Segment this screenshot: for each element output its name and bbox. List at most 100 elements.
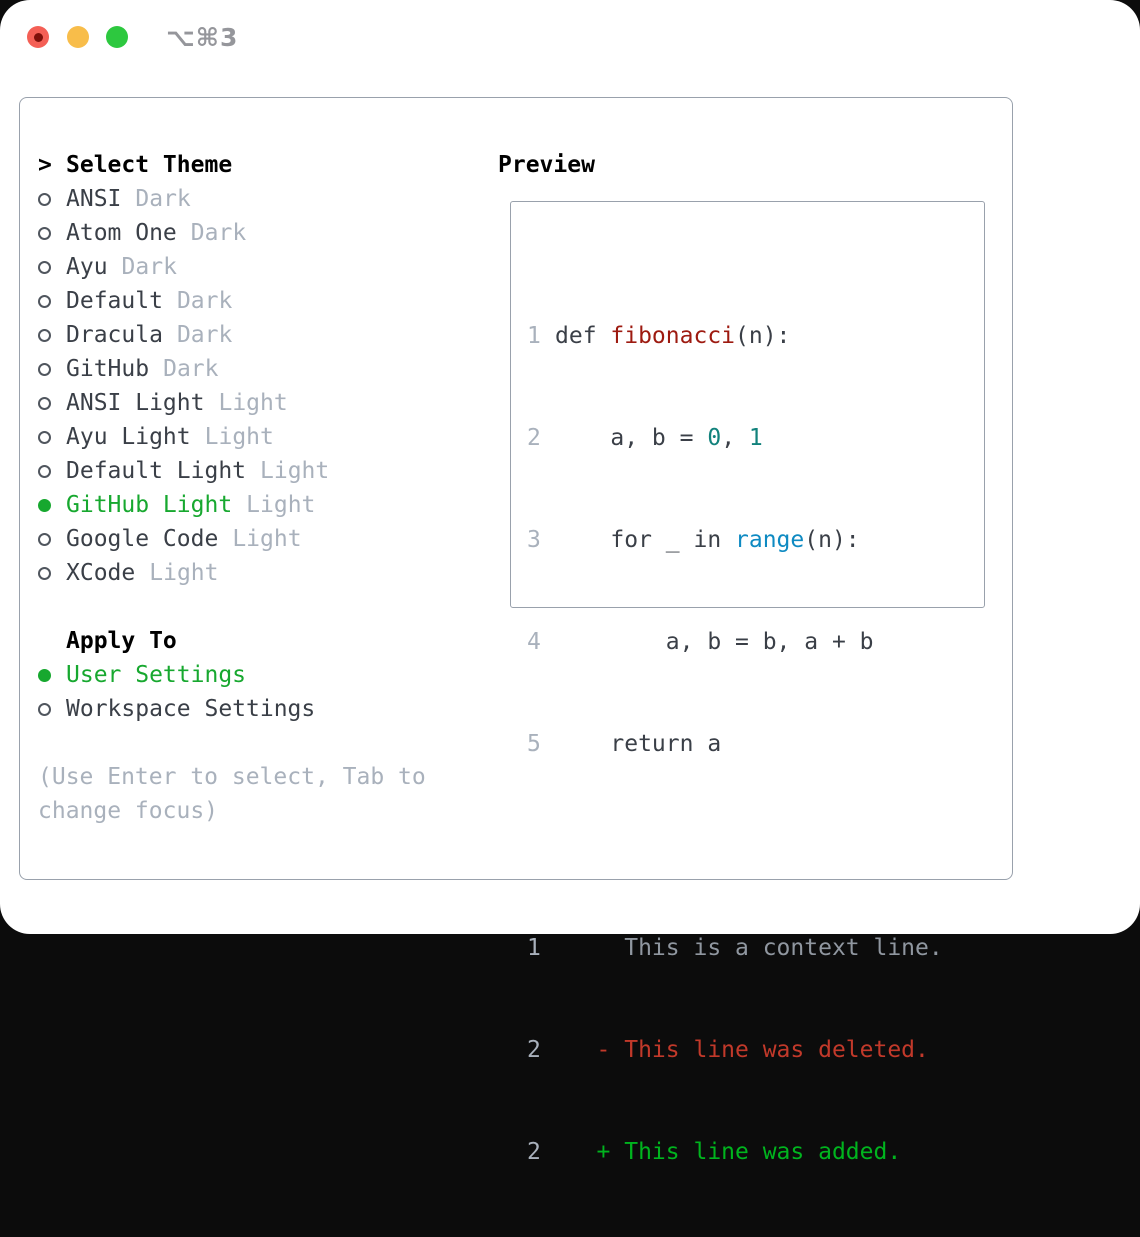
number-token: 0 [707, 425, 722, 451]
radio-icon [38, 532, 51, 546]
radio-icon [38, 362, 51, 376]
theme-variant: Light [204, 424, 274, 450]
radio-icon [38, 192, 51, 206]
blank-line [527, 829, 943, 863]
theme-name: Dracula [66, 322, 163, 348]
code-line: 5 return a [527, 727, 943, 761]
select-theme-header: > Select Theme [38, 148, 488, 182]
theme-name: Ayu [66, 254, 108, 280]
preview-title: Preview [498, 152, 595, 178]
builtin-token: range [735, 527, 805, 553]
line-number: 2 [527, 425, 541, 451]
code-token: return a [555, 731, 722, 757]
context-token: This is a context line. [555, 935, 943, 961]
close-button[interactable] [27, 26, 49, 48]
theme-name: Atom One [66, 220, 177, 246]
theme-option-atom-one-dark[interactable]: Atom One Dark [38, 216, 488, 250]
radio-icon [38, 702, 51, 716]
line-number: 1 [527, 935, 541, 961]
theme-option-google-code[interactable]: Google Code Light [38, 522, 488, 556]
theme-name: Ayu Light [66, 424, 191, 450]
theme-option-ayu-light[interactable]: Ayu Light Light [38, 420, 488, 454]
theme-variant: Light [218, 390, 288, 416]
theme-option-ayu-dark[interactable]: Ayu Dark [38, 250, 488, 284]
hint-text-line1: (Use Enter to select, Tab to [38, 764, 426, 790]
hint-text-line2: change focus) [38, 798, 219, 824]
line-number: 4 [527, 629, 541, 655]
radio-icon [38, 430, 51, 444]
section-title: Apply To [66, 628, 177, 654]
zoom-button[interactable] [106, 26, 128, 48]
line-number: 2 [527, 1139, 541, 1165]
code-token: a, b = b, a + b [555, 629, 874, 655]
code-line: 3 for _ in range(n): [527, 523, 943, 557]
code-line: 2 a, b = 0, 1 [527, 421, 943, 455]
theme-option-github-light[interactable]: GitHub Light Light [38, 488, 488, 522]
spacer [38, 726, 488, 760]
deleted-token: - This line was deleted. [555, 1037, 929, 1063]
theme-option-dracula-dark[interactable]: Dracula Dark [38, 318, 488, 352]
theme-name: GitHub Light [66, 492, 233, 518]
theme-variant: Dark [176, 288, 233, 314]
radio-icon [38, 294, 51, 308]
radio-icon [38, 260, 51, 274]
theme-name: ANSI [66, 186, 122, 212]
function-name-token: fibonacci [610, 323, 736, 349]
code-line: 1 def fibonacci(n): [527, 319, 943, 353]
radio-icon [38, 566, 51, 580]
diff-added-line: 2 + This line was added. [527, 1135, 943, 1169]
apply-option-workspace-settings[interactable]: Workspace Settings [38, 692, 488, 726]
radio-selected-icon [38, 498, 51, 512]
theme-name: Default Light [66, 458, 247, 484]
number-token: 1 [748, 425, 763, 451]
theme-option-default-dark[interactable]: Default Dark [38, 284, 488, 318]
option-label: User Settings [66, 662, 247, 688]
theme-name: GitHub [66, 356, 150, 382]
line-number: 1 [527, 323, 541, 349]
code-token: (n): [804, 527, 860, 553]
code-token: a, b = [555, 425, 708, 451]
theme-option-ansi-light[interactable]: ANSI Light Light [38, 386, 488, 420]
added-token: + This line was added. [555, 1139, 902, 1165]
diff-deleted-line: 2 - This line was deleted. [527, 1033, 943, 1067]
theme-variant: Light [260, 458, 330, 484]
theme-option-github-dark[interactable]: GitHub Dark [38, 352, 488, 386]
theme-variant: Dark [163, 356, 219, 382]
radio-icon [38, 464, 51, 478]
theme-name: XCode [66, 560, 136, 586]
option-label: Workspace Settings [66, 696, 316, 722]
line-number: 2 [527, 1037, 541, 1063]
line-number: 3 [527, 527, 541, 553]
code-token: for _ in [555, 527, 736, 553]
theme-variant: Dark [121, 254, 177, 280]
code-token: def [555, 323, 611, 349]
theme-name: Google Code [66, 526, 219, 552]
apply-option-user-settings[interactable]: User Settings [38, 658, 488, 692]
window-title: ⌥⌘3 [166, 23, 239, 52]
radio-icon [38, 328, 51, 342]
minimize-button[interactable] [67, 26, 89, 48]
theme-name: Default [66, 288, 163, 314]
theme-variant: Dark [176, 322, 233, 348]
theme-variant: Light [246, 492, 316, 518]
theme-name: ANSI Light [66, 390, 205, 416]
theme-option-default-light[interactable]: Default Light Light [38, 454, 488, 488]
radio-icon [38, 226, 51, 240]
section-title: Select Theme [66, 152, 233, 178]
code-token: (n): [735, 323, 791, 349]
line-number: 5 [527, 731, 541, 757]
theme-variant: Dark [190, 220, 247, 246]
diff-context-line: 1 This is a context line. [527, 931, 943, 965]
code-line: 4 a, b = b, a + b [527, 625, 943, 659]
radio-icon [38, 396, 51, 410]
radio-selected-icon [38, 668, 51, 682]
theme-variant: Light [232, 526, 302, 552]
cursor-marker: > [38, 152, 52, 178]
apply-to-header: Apply To [38, 624, 488, 658]
